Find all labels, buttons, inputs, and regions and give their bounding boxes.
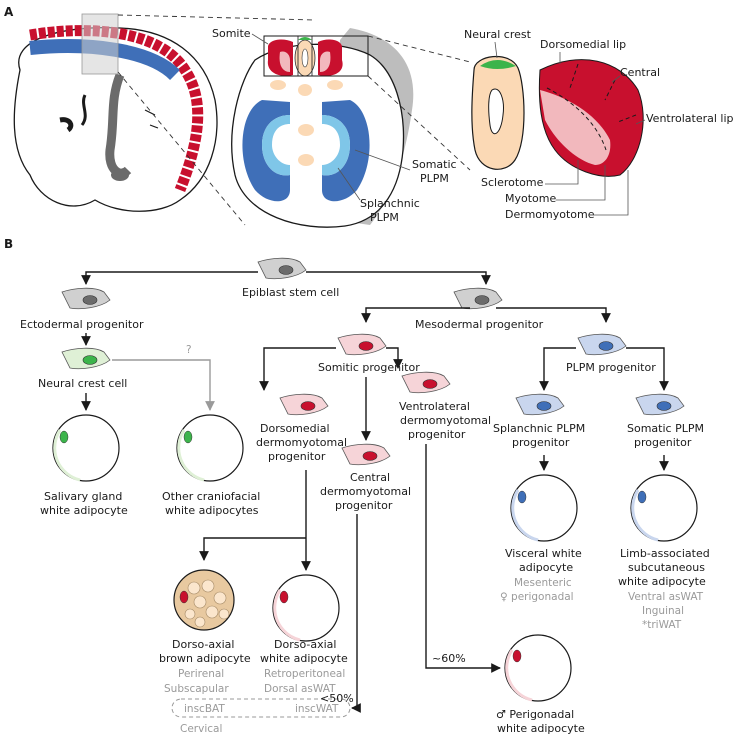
label-myotome: Myotome — [505, 192, 556, 205]
limb-2: subcutaneous — [628, 561, 705, 574]
intrascapular-box — [171, 698, 351, 718]
central-2: dermomyotomal — [320, 485, 411, 498]
visceral-1: Visceral white — [505, 547, 582, 560]
central-3: progenitor — [335, 499, 393, 512]
node-somitic: Somitic progenitor — [318, 361, 420, 374]
visceral-depot-1: Mesenteric — [514, 577, 572, 589]
progenitor-cell-icon — [401, 371, 451, 394]
dorso-white-depot-1: Retroperitoneal — [264, 668, 345, 680]
somatic-2: progenitor — [634, 436, 692, 449]
somatic-1: Somatic PLPM — [627, 422, 704, 435]
label-dorsomedial-lip: Dorsomedial lip — [540, 38, 626, 51]
limb-depot-1: Ventral asWAT — [628, 591, 704, 603]
salivary-1: Salivary gland — [44, 490, 122, 503]
limb-1: Limb-associated — [620, 547, 710, 560]
progenitor-cell-icon — [341, 443, 391, 466]
question-mark: ? — [186, 344, 192, 356]
label-lt50: <50% — [320, 692, 354, 705]
progenitor-cell-icon — [279, 393, 329, 416]
craniofacial-1: Other craniofacial — [162, 490, 260, 503]
brown-depot-1: Perirenal — [178, 668, 224, 680]
splanchnic-1: Splanchnic PLPM — [493, 422, 585, 435]
progenitor-cell-icon — [515, 393, 565, 416]
node-neural-crest-cell: Neural crest cell — [38, 377, 127, 390]
ventrolateral-3: progenitor — [408, 428, 466, 441]
ventrolateral-1: Ventrolateral — [399, 400, 470, 413]
label-sixty: ~60% — [432, 652, 466, 665]
panel-b-label: B — [4, 237, 13, 251]
ventrolateral-2: dermomyotomal — [400, 414, 491, 427]
dorso-white-1: Dorso-axial — [274, 638, 336, 651]
limb-depot-3: *triWAT — [642, 619, 682, 631]
label-somatic-plpm-2: PLPM — [420, 172, 449, 185]
inscwat: inscWAT — [295, 703, 339, 715]
limb-depot-2: Inguinal — [642, 605, 684, 617]
central-1: Central — [350, 471, 390, 484]
dorso-white-depot-2: Dorsal asWAT — [264, 683, 336, 695]
progenitor-cell-icon — [337, 333, 387, 356]
node-ectodermal: Ectodermal progenitor — [20, 318, 144, 331]
somite-zoom-icon — [471, 55, 644, 177]
craniofacial-2: white adipocytes — [165, 504, 259, 517]
visceral-depot-2: ♀ perigonadal — [500, 591, 574, 603]
brown-depot-2: Subscapular — [164, 683, 229, 695]
dorso-white-2: white adipocyte — [260, 652, 348, 665]
cross-section-icon — [231, 28, 414, 228]
label-somatic-plpm-1: Somatic — [412, 158, 457, 171]
progenitor-cell-icon — [453, 287, 503, 310]
progenitor-cell-icon — [61, 287, 111, 310]
brown-2: brown adipocyte — [159, 652, 251, 665]
label-splanchnic-plpm-2: PLPM — [370, 211, 399, 224]
panel-a-label: A — [4, 5, 14, 19]
embryo-icon — [13, 13, 218, 212]
label-dermomyotome: Dermomyotome — [505, 208, 595, 221]
perigonadal-1: ♂ Perigonadal — [496, 708, 574, 721]
dorsomedial-2: dermomyotomal — [256, 436, 347, 449]
adipocyte-icon — [630, 474, 698, 542]
progenitor-cell-icon — [577, 333, 627, 356]
limb-3: white adipocyte — [618, 575, 706, 588]
node-plpm: PLPM progenitor — [566, 361, 656, 374]
dorsomedial-1: Dorsomedial — [260, 422, 330, 435]
inscbat: inscBAT — [184, 703, 225, 715]
label-neural-crest: Neural crest — [464, 28, 532, 41]
label-central: Central — [620, 66, 660, 79]
label-splanchnic-plpm-1: Splanchnic — [360, 197, 420, 210]
label-ventrolateral-lip: Ventrolateral lip — [646, 112, 734, 125]
perigonadal-2: white adipocyte — [497, 722, 585, 735]
progenitor-cell-icon — [257, 257, 307, 280]
adipocyte-icon — [52, 414, 120, 482]
node-mesodermal: Mesodermal progenitor — [415, 318, 544, 331]
dorsomedial-3: progenitor — [268, 450, 326, 463]
adipocyte-icon — [510, 474, 578, 542]
splanchnic-2: progenitor — [512, 436, 570, 449]
adipocyte-icon — [272, 574, 340, 642]
node-epiblast: Epiblast stem cell — [242, 286, 339, 299]
visceral-2: adipocyte — [519, 561, 573, 574]
label-somite: Somite — [212, 27, 251, 40]
label-sclerotome: Sclerotome — [481, 176, 544, 189]
brown-adipocyte-icon — [173, 569, 235, 631]
salivary-2: white adipocyte — [40, 504, 128, 517]
brown-1: Dorso-axial — [172, 638, 234, 651]
adipocyte-icon — [504, 634, 572, 702]
progenitor-cell-icon — [61, 347, 111, 370]
adipocyte-icon — [176, 414, 244, 482]
progenitor-cell-icon — [635, 393, 685, 416]
cervical: Cervical — [180, 723, 222, 735]
